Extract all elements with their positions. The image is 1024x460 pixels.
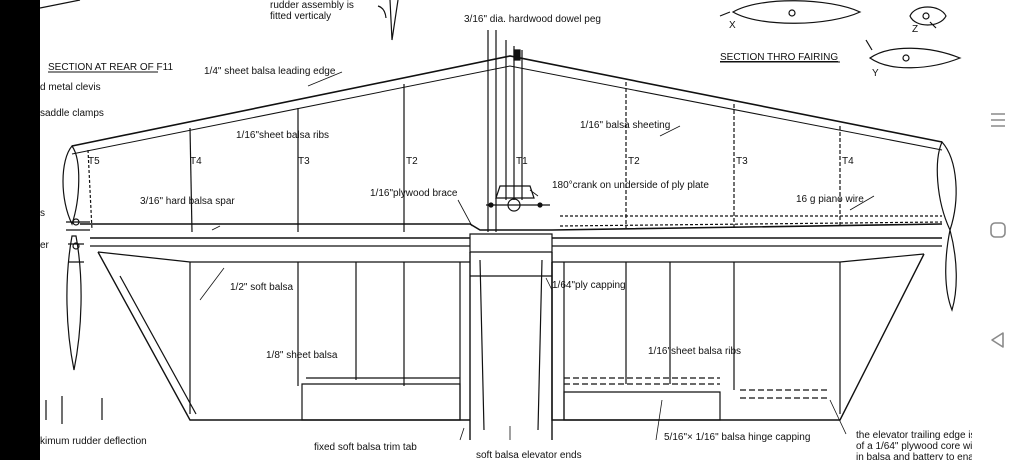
back-icon	[991, 332, 1004, 348]
rib-label-t4-left: T4	[190, 156, 202, 167]
label-hinge-capping: 5/16"× 1/16" balsa hinge capping	[664, 432, 811, 443]
rudder-leader	[377, 5, 387, 19]
label-trailing-edge-3: in balsa and battery to enable a fir	[856, 452, 972, 460]
label-dowel-peg: 3/16" dia. hardwood dowel peg	[464, 14, 601, 25]
rib-label-t4-right: T4	[842, 156, 854, 167]
marker-z: Z	[912, 24, 919, 35]
label-leading-edge: 1/4" sheet balsa leading edge	[204, 66, 336, 77]
label-balsa-sheeting: 1/16" balsa sheeting	[580, 120, 671, 131]
spar	[80, 223, 943, 231]
label-section-fairing: SECTION THRO FAIRING	[720, 52, 839, 63]
label-fitted-vertically: fitted verticaly	[270, 11, 332, 22]
rib-label-t2-right: T2	[628, 156, 640, 167]
right-elevator-outline	[551, 253, 925, 421]
label-balsa-ribs-bottom: 1/16"sheet balsa ribs	[648, 346, 742, 357]
fairing-section-y	[868, 47, 962, 69]
label-balsa-ribs-top: 1/16"sheet balsa ribs	[236, 130, 330, 141]
ply-plate	[495, 185, 535, 199]
label-left-s: s	[40, 208, 45, 219]
home-icon	[990, 222, 1006, 238]
dowel-peg-lines	[487, 30, 523, 232]
label-plywood-brace: 1/16"plywood brace	[370, 188, 458, 199]
leading-edge	[71, 55, 943, 147]
system-nav-bar	[972, 0, 1024, 460]
rib-label-t5: T5	[88, 156, 100, 167]
right-tip	[936, 140, 957, 232]
back-button[interactable]	[982, 324, 1014, 356]
marker-x: X	[729, 20, 736, 31]
recent-apps-icon	[991, 113, 1005, 127]
label-max-rudder: kimum rudder deflection	[40, 436, 147, 447]
label-soft-balsa: 1/2" soft balsa	[230, 282, 294, 293]
label-trailing-edge-2: of a 1/64" plywood core with 1/8" × 1/	[856, 441, 972, 452]
marker-y: Y	[872, 68, 879, 79]
label-rudder-assembly: rudder assembly is	[270, 0, 354, 11]
home-button[interactable]	[982, 214, 1014, 246]
label-piano-wire: 16 g piano wire	[796, 194, 864, 205]
tailplane-plan-drawing	[40, 0, 962, 441]
label-left-er: er	[40, 240, 49, 251]
recent-apps-button[interactable]	[982, 104, 1014, 136]
rib-label-t1: T1	[516, 156, 528, 167]
rib-t4-left	[189, 127, 193, 233]
technical-drawing[interactable]: rudder assembly is fitted verticaly 3/16…	[40, 0, 972, 460]
left-elevator-outline	[97, 251, 470, 421]
label-sheet-balsa-eighth: 1/8" sheet balsa	[266, 350, 338, 361]
label-metal-clevis: d metal clevis	[40, 82, 101, 93]
rib-label-t3-right: T3	[736, 156, 748, 167]
label-saddle-clamps: saddle clamps	[40, 108, 104, 119]
label-hard-balsa-spar: 3/16" hard balsa spar	[140, 196, 235, 207]
label-trim-tab: fixed soft balsa trim tab	[314, 442, 417, 453]
fairing-section-x	[731, 0, 862, 24]
rudder-sketch	[389, 0, 399, 41]
label-elevator-ends: soft balsa elevator ends	[476, 450, 582, 460]
right-trim-tab	[563, 391, 721, 421]
rib-label-t2-left: T2	[406, 156, 418, 167]
fairing-section-z	[909, 6, 947, 26]
rib-label-t3-left: T3	[298, 156, 310, 167]
left-trim-tab	[301, 383, 461, 421]
label-trailing-edge-1: the elevator trailing edge is compos	[856, 430, 972, 441]
label-section-rear: SECTION AT REAR OF F11	[48, 62, 174, 73]
remnant-line	[40, 0, 81, 9]
label-crank: 180°crank on underside of ply plate	[552, 180, 709, 191]
label-ply-capping: 1/64"ply capping	[552, 280, 626, 291]
left-tip	[62, 145, 80, 226]
